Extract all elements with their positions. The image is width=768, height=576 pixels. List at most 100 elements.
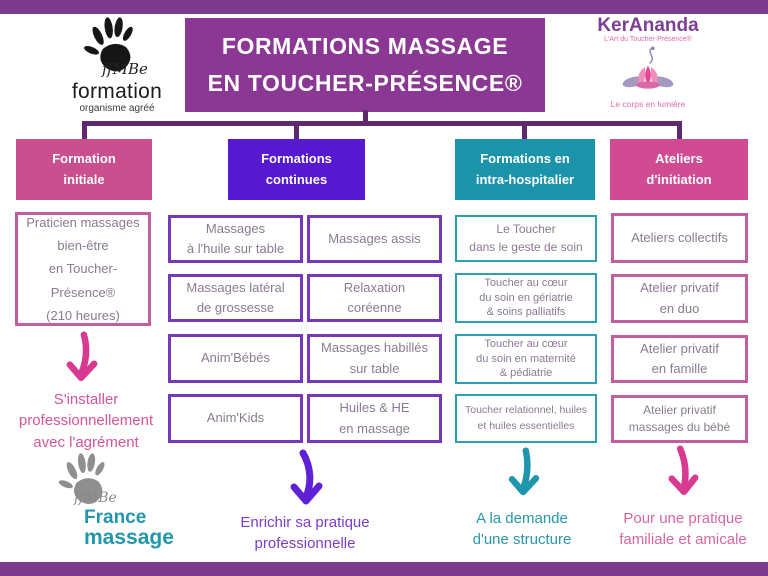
title-line2: EN TOUCHER-PRÉSENCE®	[207, 70, 523, 96]
ffmbe-logo: ffMBe formation organisme agréé	[58, 16, 176, 118]
connector-stub-intra	[522, 123, 527, 140]
node-line: Le Toucher	[496, 222, 556, 237]
outcome-line: Pour une pratique	[623, 510, 743, 527]
node-toucher-geriatrie: Toucher au cœur du soin en gériatrie & s…	[455, 273, 597, 323]
node-line: coréenne	[347, 300, 402, 315]
node-line: Anim'Bébés	[201, 350, 270, 366]
kerananda-logo: KerAnanda L'Art du Toucher-Présence® Le …	[572, 16, 724, 118]
node-line: Massages	[205, 220, 266, 236]
connector-banner-stub	[363, 110, 368, 123]
france-massage-line1: France	[84, 507, 147, 528]
handprint-icon	[58, 453, 105, 504]
node-line: Toucher au cœur	[484, 338, 568, 351]
node-ateliers-collectifs: Ateliers collectifs	[611, 213, 748, 263]
node-line: Atelier privatif	[640, 340, 719, 356]
column-header-formations-continues: Formations continues	[228, 139, 365, 200]
node-line: Anim'Kids	[206, 410, 265, 426]
outcome-ateliers: Pour une pratique familiale et amicale	[600, 508, 766, 551]
node-line: sur table	[349, 360, 400, 376]
node-line: Ateliers collectifs	[631, 229, 728, 245]
header-line: Formations	[261, 150, 332, 166]
node-line: Relaxation	[343, 279, 406, 295]
ffmbe-subtitle: organisme agréé	[79, 103, 155, 114]
column-header-intra-hospitalier: Formations en intra-hospitalier	[455, 139, 595, 200]
node-line: Toucher au cœur	[484, 277, 568, 290]
node-relaxation-coreenne: Relaxation coréenne	[307, 274, 442, 322]
node-massages-assis: Massages assis	[307, 215, 442, 263]
node-line: en famille	[651, 361, 708, 376]
kerananda-tagline: L'Art du Toucher-Présence®	[604, 36, 692, 43]
kerananda-caption: Le corps en lumière	[610, 99, 686, 109]
connector-rail	[82, 121, 682, 126]
node-line: Toucher relationnel, huiles	[465, 404, 587, 417]
column-header-ateliers-initiation: Ateliers d'initiation	[610, 139, 748, 200]
ffmbe-title: formation	[71, 80, 163, 103]
node-line: Huiles & HE	[339, 400, 410, 416]
kerananda-name: KerAnanda	[597, 15, 699, 36]
header-line: d'initiation	[646, 171, 712, 187]
node-line: Massages assis	[328, 230, 421, 246]
bottom-border-bar	[0, 562, 768, 576]
node-line: en duo	[659, 300, 700, 316]
outcome-line: familiale et amicale	[619, 531, 747, 549]
outcome-line: d'une structure	[472, 531, 572, 549]
france-massage-logo: ffMBe France massage	[38, 452, 178, 556]
node-line: Praticien massages	[26, 214, 140, 230]
connector-stub-initiale	[82, 123, 87, 140]
outcome-line: professionnellement	[18, 412, 154, 430]
node-line: Massages latéral	[186, 279, 285, 295]
node-atelier-duo: Atelier privatif en duo	[611, 274, 748, 323]
node-anim-kids: Anim'Kids	[168, 394, 303, 443]
title-banner: FORMATIONS MASSAGE EN TOUCHER-PRÉSENCE®	[185, 18, 545, 112]
ffmbe-script-label: ffMBe	[102, 60, 148, 78]
down-arrow-icon-ateliers	[668, 445, 699, 496]
node-line: de grossesse	[196, 300, 275, 315]
node-line: du soin en gériatrie	[479, 291, 573, 304]
column-header-formation-initiale: Formation initiale	[16, 139, 152, 200]
ffmbe-script-label: ffMBe	[74, 490, 117, 506]
outcome-line: avec l'agrément	[33, 433, 139, 451]
connector-stub-ateliers	[677, 123, 682, 140]
node-massages-lateral-grossesse: Massages latéral de grossesse	[168, 274, 303, 322]
node-toucher-maternite: Toucher au cœur du soin en maternité & p…	[455, 334, 597, 384]
header-line: continues	[265, 171, 328, 187]
node-praticien-massages: Praticien massages bien-être en Toucher-…	[15, 212, 151, 326]
node-atelier-famille: Atelier privatif en famille	[611, 335, 748, 383]
node-line: en massage	[339, 420, 410, 436]
outcome-line: Enrichir sa pratique	[240, 514, 370, 531]
node-line: (210 heures)	[46, 308, 120, 324]
down-arrow-icon-initiale	[66, 331, 98, 382]
node-huiles-he-massage: Huiles & HE en massage	[307, 394, 442, 443]
down-arrow-icon-intra	[508, 447, 540, 496]
lotus-icon	[622, 46, 674, 89]
handprint-icon	[84, 17, 133, 72]
node-line: & pédiatrie	[499, 367, 553, 380]
node-line: dans le geste de soin	[469, 239, 583, 254]
node-anim-bebes: Anim'Bébés	[168, 334, 303, 383]
node-line: et huiles essentielles	[477, 419, 575, 432]
header-line: initiale	[63, 171, 105, 187]
outcome-intra: A la demande d'une structure	[446, 508, 598, 551]
header-line: Formation	[52, 150, 116, 166]
node-line: bien-être	[57, 237, 109, 253]
france-massage-line2: massage	[84, 526, 174, 549]
node-toucher-geste-soin: Le Toucher dans le geste de soin	[455, 215, 597, 262]
node-line: Massages habillés	[321, 340, 428, 356]
node-line: en Toucher-Présence®	[48, 261, 118, 300]
node-line: Atelier privatif	[640, 280, 719, 296]
outcome-line: S'installer	[53, 391, 119, 408]
outcome-line: A la demande	[476, 510, 568, 527]
top-border-bar	[0, 0, 768, 14]
outcome-initiale: S'installer professionnellement avec l'a…	[0, 389, 172, 453]
header-line: Ateliers	[655, 150, 703, 166]
header-line: intra-hospitalier	[475, 171, 575, 187]
node-massages-habilles: Massages habillés sur table	[307, 334, 442, 383]
node-line: du soin en maternité	[476, 352, 576, 365]
node-line: & soins palliatifs	[486, 306, 566, 319]
connector-stub-continues	[294, 123, 299, 140]
node-atelier-massages-bebe: Atelier privatif massages du bébé	[611, 395, 748, 443]
outcome-continues: Enrichir sa pratique professionnelle	[216, 512, 394, 555]
header-line: Formations en	[480, 150, 570, 166]
node-line: à l'huile sur table	[186, 241, 285, 256]
